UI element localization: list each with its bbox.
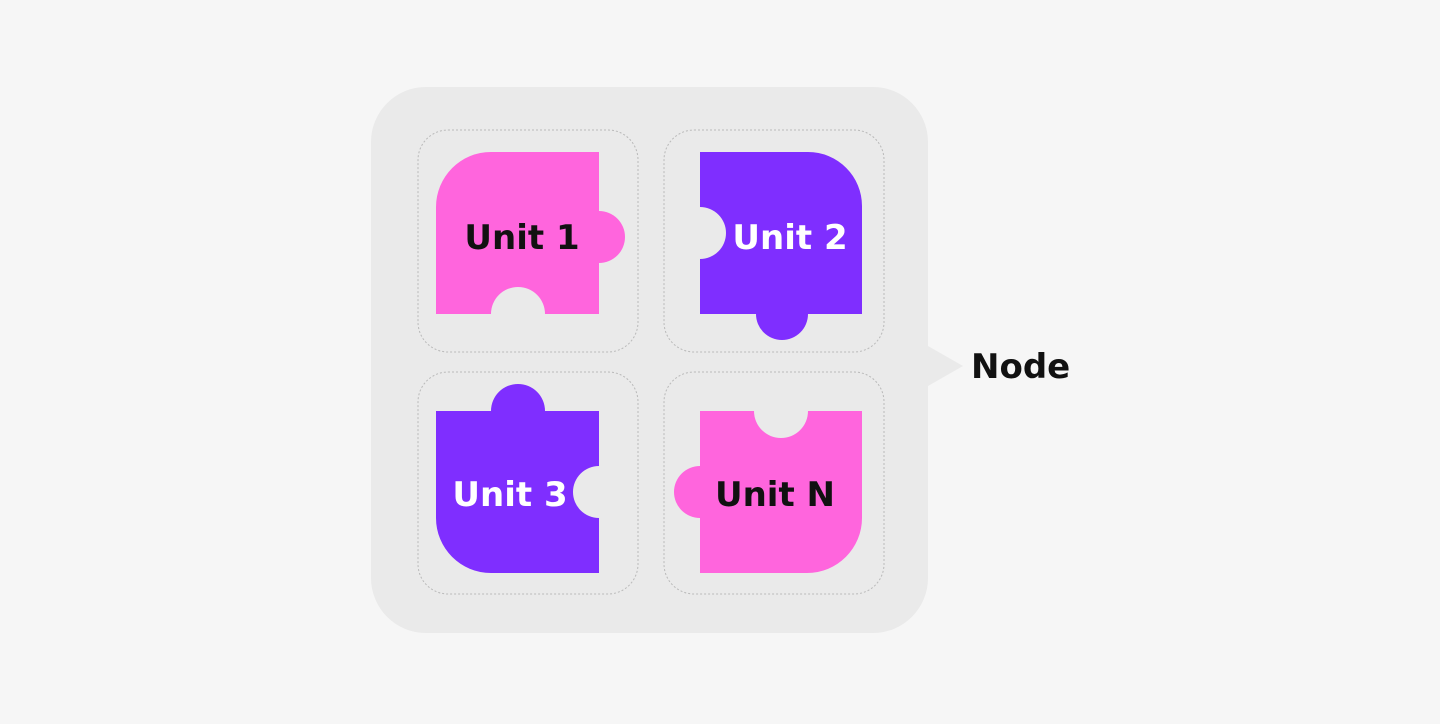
unit-slot-2: [663, 129, 885, 353]
unit-3-label: Unit 3: [452, 475, 567, 515]
unit-slot-1: [417, 129, 639, 353]
unit-3-piece[interactable]: [436, 384, 599, 573]
unit-2-label: Unit 2: [732, 218, 847, 258]
unit-n-label: Unit N: [715, 475, 835, 515]
unit-2-piece[interactable]: [700, 152, 862, 340]
unit-1-piece[interactable]: [436, 152, 625, 314]
node-label: Node: [971, 347, 1070, 387]
unit-slot-4: [663, 371, 885, 595]
unit-1-label: Unit 1: [464, 218, 579, 258]
unit-n-piece[interactable]: [674, 411, 862, 573]
unit-slot-3: [417, 371, 639, 595]
